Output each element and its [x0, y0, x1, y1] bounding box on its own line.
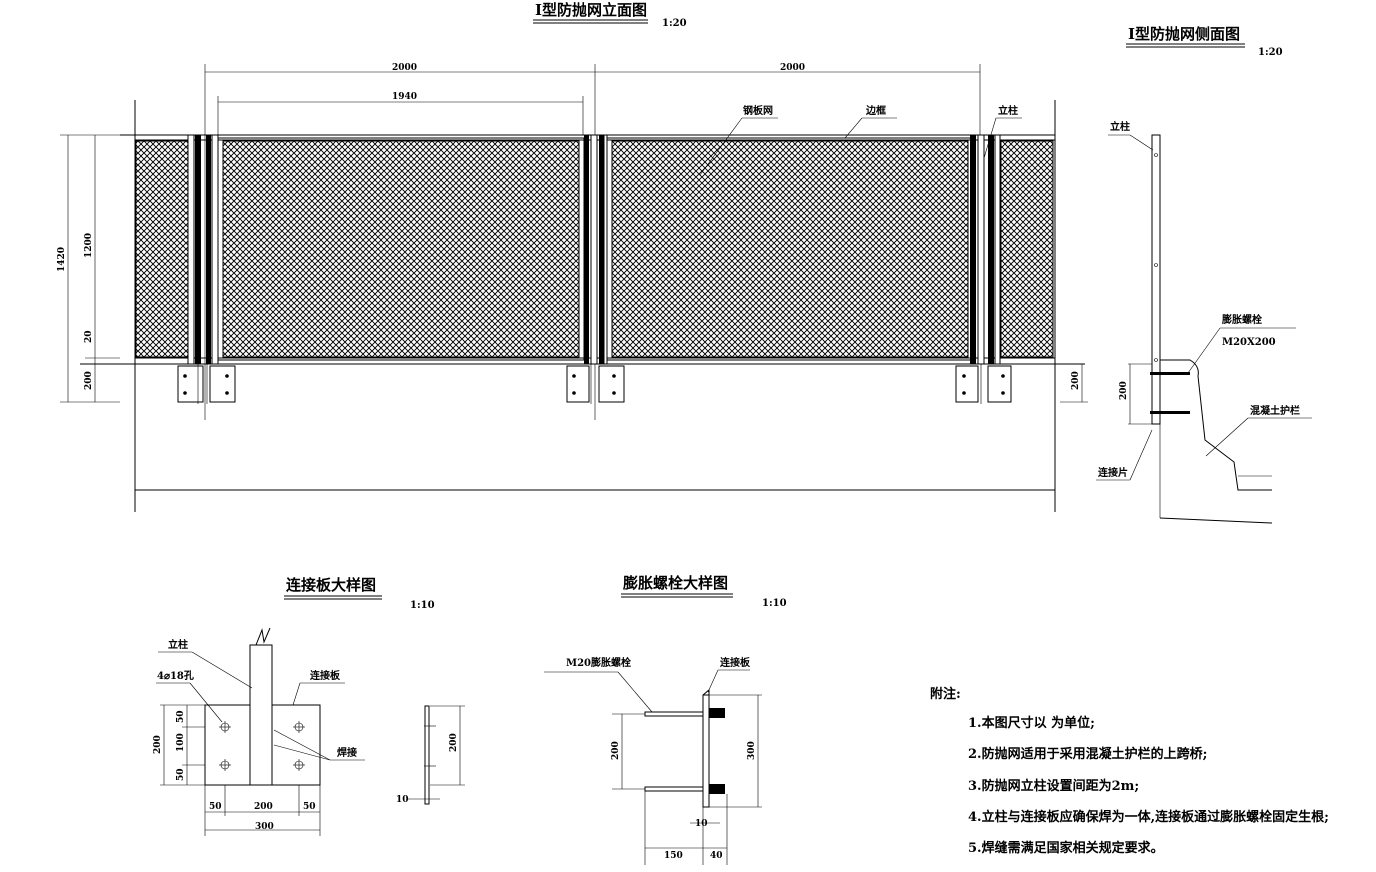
plate-title: 连接板大样图: [286, 576, 376, 594]
dim-h-base: 200: [84, 371, 94, 390]
elevation-scale: 1:20: [662, 18, 687, 29]
plate-label-weld: 焊接: [337, 746, 357, 759]
bolt-plate: [702, 694, 710, 808]
plate-dim-w-right: 50: [303, 802, 316, 812]
mesh-panel: [222, 140, 580, 358]
elevation-view: I型防抛网立面图 1:20 2000 2000 1940: [57, 1, 1088, 512]
base-plate: [566, 364, 625, 404]
plate-detail: 连接板大样图 1:10 立柱 4⌀18孔 连接板 焊接: [153, 576, 465, 836]
bolt-dim-spacing: 200: [611, 741, 621, 760]
plate-side-dim-thick: 10: [396, 795, 409, 805]
plate-label-plate: 连接板: [310, 669, 341, 682]
plate-dim-h-top: 50: [176, 710, 186, 723]
dim-h-gap: 20: [84, 330, 94, 343]
post: [970, 134, 1001, 365]
dim-span2: 2000: [780, 63, 805, 73]
post: [584, 134, 608, 365]
bolt-scale: 1:10: [762, 598, 787, 609]
bolt-dim-height: 300: [747, 741, 757, 760]
anchor-bolt: [644, 708, 725, 794]
side-post: [1151, 134, 1161, 425]
plate-dim-w-total: 300: [255, 822, 274, 832]
side-label-bolt: 膨胀螺栓: [1222, 313, 1262, 326]
notes: 附注: 1.本图尺寸以 为单位; 2.防抛网适用于采用混凝土护栏的上跨桥; 3.…: [930, 686, 1329, 856]
label-post: 立柱: [998, 104, 1018, 117]
note-item: 3.防抛网立柱设置间距为2m;: [968, 778, 1139, 794]
base-plate: [177, 364, 236, 404]
plate-side: [424, 705, 430, 805]
notes-heading: 附注:: [930, 686, 961, 702]
side-label-barrier: 混凝土护栏: [1250, 404, 1300, 417]
side-label-post: 立柱: [1110, 120, 1130, 133]
mesh-panel: [1000, 140, 1054, 358]
side-title: I型防抛网侧面图: [1128, 25, 1240, 43]
dim-span1: 2000: [392, 63, 417, 73]
plate-dim-h-total: 200: [153, 735, 163, 754]
dim-h-total: 1420: [57, 247, 67, 272]
plate-dim-h-bot: 50: [176, 768, 186, 781]
bolt-hole: [219, 721, 305, 771]
side-scale: 1:20: [1258, 47, 1283, 58]
label-mesh: 钢板网: [743, 104, 773, 117]
plate-dim-w-left: 50: [209, 802, 222, 812]
bolt-title: 膨胀螺栓大样图: [623, 574, 728, 592]
plate-dim-h-mid: 100: [176, 733, 186, 752]
note-item: 1.本图尺寸以 为单位;: [968, 715, 1095, 731]
side-dim-base: 200: [1119, 381, 1129, 400]
plate-dim-w-mid: 200: [254, 802, 273, 812]
plate-label-post: 立柱: [168, 638, 188, 651]
bolt-label-bolt: M20膨胀螺栓: [566, 656, 631, 669]
side-label-plate: 连接片: [1098, 466, 1128, 479]
base-plate: [955, 364, 1012, 404]
bolt-label-plate: 连接板: [720, 656, 751, 669]
plate-label-holes: 4⌀18孔: [157, 669, 194, 682]
note-item: 2.防抛网适用于采用混凝土护栏的上跨桥;: [968, 746, 1207, 762]
note-item: 4.立柱与连接板应确保焊为一体,连接板通过膨胀螺栓固定生根;: [968, 809, 1329, 825]
dim-h-base-right: 200: [1071, 371, 1081, 390]
plate-scale: 1:10: [410, 600, 435, 611]
plate-side-dim-h: 200: [449, 733, 459, 752]
side-label-bolt-spec: M20X200: [1222, 337, 1276, 348]
bolt-detail: 膨胀螺栓大样图 1:10 M20膨胀螺栓 连接板 200 300 10: [544, 574, 787, 865]
post: [187, 134, 219, 365]
dim-panel: 1940: [392, 92, 417, 102]
mesh-panel: [611, 140, 969, 358]
bolt-dim-ext: 40: [710, 851, 723, 861]
label-frame: 边框: [865, 104, 886, 117]
bolt-dim-len: 150: [664, 851, 683, 861]
side-view: I型防抛网侧面图 1:20 200 立柱 膨胀螺栓 M20X200 混凝土护栏 …: [1096, 25, 1312, 524]
note-item: 5.焊缝需满足国家相关规定要求。: [968, 840, 1164, 856]
plate-post: [249, 644, 273, 786]
dim-h-panel: 1200: [84, 233, 94, 258]
mesh-panel: [135, 140, 189, 358]
bolt-dim-thick: 10: [695, 819, 708, 829]
elevation-title: I型防抛网立面图: [535, 1, 647, 19]
